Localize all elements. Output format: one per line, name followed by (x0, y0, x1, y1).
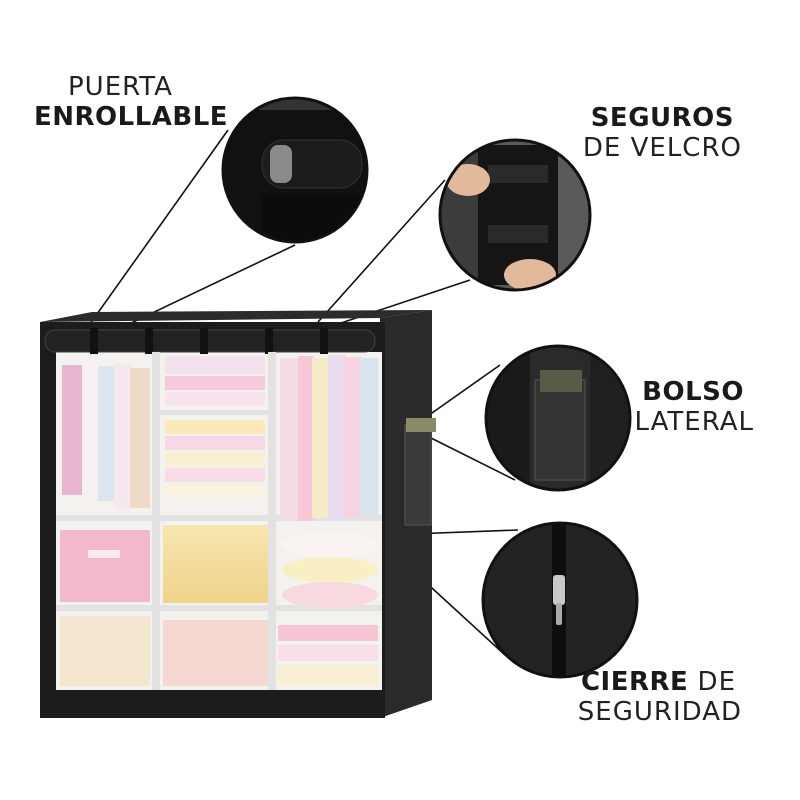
wardrobe-top (40, 310, 432, 322)
label-velcro-line1: SEGUROS (590, 103, 734, 133)
pink-box (60, 530, 150, 602)
label-roll-door-line2: ENROLLABLE (34, 102, 229, 132)
label-velcro: SEGUROS DE VELCRO (583, 103, 742, 163)
label-velcro-line2: DE VELCRO (582, 133, 742, 163)
label-zipper: CIERRE DE SEGURIDAD (578, 667, 742, 727)
label-side-bag: BOLSO LATERAL (635, 377, 754, 437)
zoom-roll-door (223, 98, 367, 242)
label-zipper-word2: DE (688, 667, 736, 697)
label-side-bag-line2: LATERAL (634, 407, 754, 437)
label-zipper-word1: CIERRE (580, 667, 689, 697)
yellow-box (163, 525, 268, 603)
side-pocket (404, 424, 432, 526)
folded-stack-right (278, 625, 378, 685)
zoom-zipper (483, 523, 637, 677)
label-roll-door-line1: PUERTA (68, 72, 173, 102)
clothes-right (280, 355, 378, 521)
folded-stack-middle (165, 356, 265, 498)
label-zipper-line2: SEGURIDAD (577, 697, 742, 727)
plaid-box-left (60, 616, 150, 686)
label-roll-door: PUERTA ENROLLABLE (34, 72, 228, 132)
plaid-box-middle (163, 620, 268, 686)
clothes-left (62, 362, 150, 509)
pillows (282, 532, 378, 608)
rolled-door (44, 329, 376, 353)
label-side-bag-line1: BOLSO (642, 377, 744, 407)
zoom-velcro (440, 140, 590, 290)
zoom-side-bag (486, 346, 630, 490)
